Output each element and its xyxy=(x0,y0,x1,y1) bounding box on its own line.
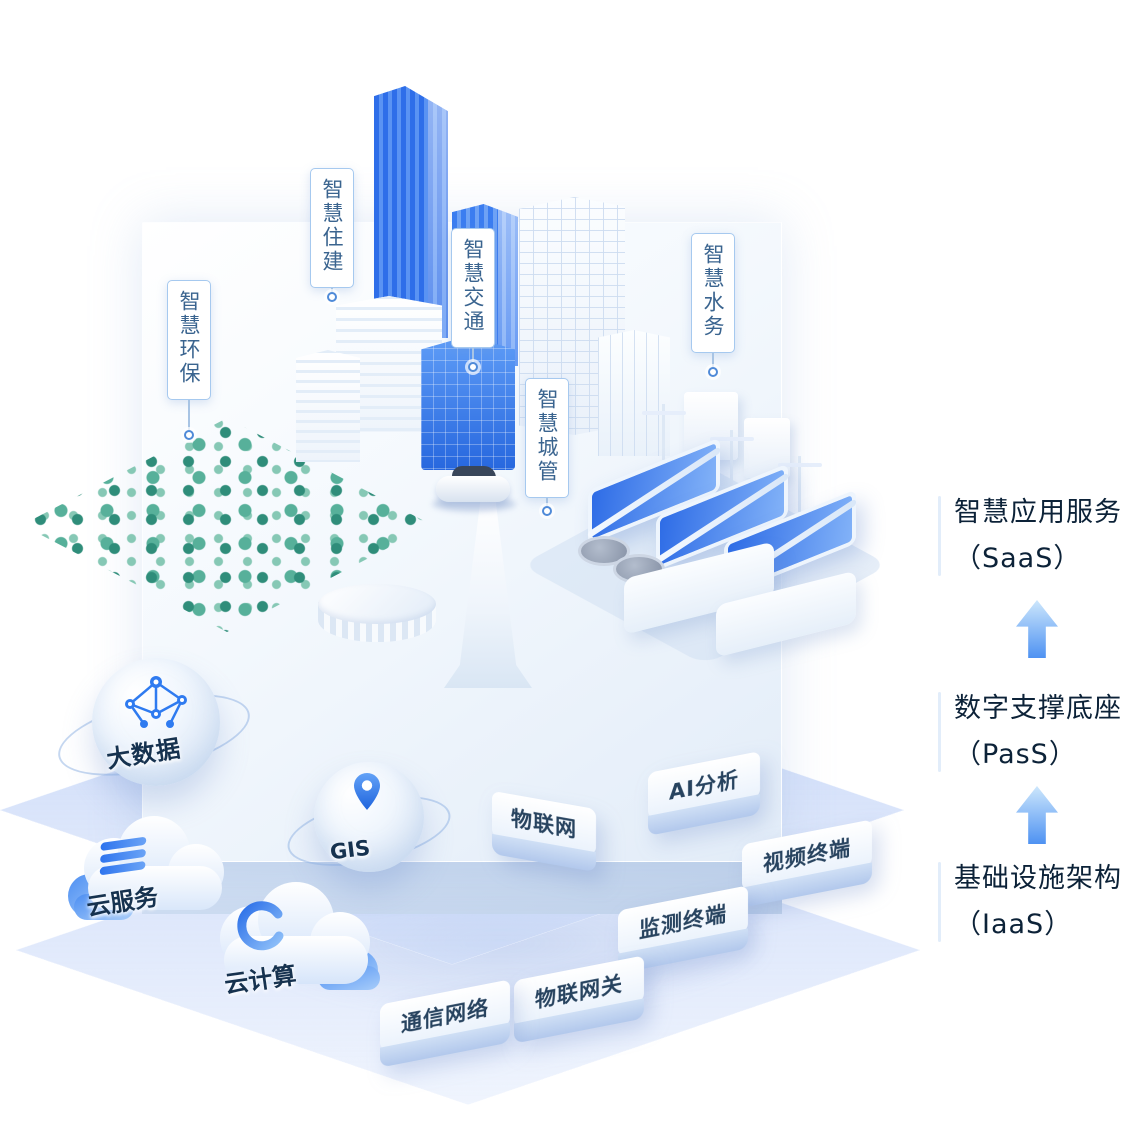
tier-paas-subtitle: （PasS） xyxy=(954,739,1077,770)
car xyxy=(436,476,510,502)
tier-iaas-title: 基础设施架构 xyxy=(954,863,1122,894)
tier-paas-title: 数字支撑底座 xyxy=(954,693,1122,724)
smart-city-management-label: 智慧城管 xyxy=(535,388,559,484)
callout-line xyxy=(472,348,474,362)
building-white-slab-b xyxy=(296,350,360,462)
callout-line xyxy=(331,288,333,292)
smart-housing-label: 智慧住建 xyxy=(320,178,344,274)
callout-box: 智慧水务 xyxy=(691,233,735,353)
callout-line xyxy=(712,353,714,367)
building-white-midrise xyxy=(598,330,670,456)
crane-post-2 xyxy=(710,430,754,486)
building-blue-glass-cube xyxy=(421,336,515,470)
smart-water-label: 智慧水务 xyxy=(701,243,725,339)
round-tank-top xyxy=(318,584,436,624)
callout-smart-water: 智慧水务 xyxy=(691,233,735,377)
up-arrow-paas-to-saas xyxy=(1016,600,1058,658)
smart-environment-label: 智慧环保 xyxy=(177,290,201,386)
smart-transport-label: 智慧交通 xyxy=(461,238,485,334)
callout-box: 智慧交通 xyxy=(451,228,495,348)
callout-dot xyxy=(468,362,478,372)
building-blue-tower-tall xyxy=(374,86,448,338)
callout-box: 智慧住建 xyxy=(310,168,354,288)
callout-dot xyxy=(184,430,194,440)
crane-post-3 xyxy=(778,456,822,512)
callout-line xyxy=(546,498,548,506)
big-data-network-icon xyxy=(125,676,187,728)
gis-pin-icon xyxy=(354,773,380,810)
tier-saas-subtitle: （SaaS） xyxy=(954,543,1082,574)
callout-dot xyxy=(327,292,337,302)
crane-post-1 xyxy=(642,404,686,460)
cloud-computing-c-icon xyxy=(237,901,284,951)
iot-label: 物联网 xyxy=(511,806,577,842)
callout-box: 智慧城管 xyxy=(525,378,569,498)
tier-saas-bar xyxy=(938,496,941,576)
tier-saas-title: 智慧应用服务 xyxy=(954,497,1122,528)
tier-paas-bar xyxy=(938,692,941,772)
gis-label: GIS xyxy=(328,835,372,865)
tier-iaas-bar xyxy=(938,862,941,942)
callout-dot xyxy=(542,506,552,516)
tier-iaas: 基础设施架构 （IaaS） xyxy=(938,856,1127,948)
tier-iaas-subtitle: （IaaS） xyxy=(954,909,1073,940)
callout-box: 智慧环保 xyxy=(167,280,211,400)
callout-dot xyxy=(708,367,718,377)
tier-saas: 智慧应用服务 （SaaS） xyxy=(938,490,1127,582)
callout-smart-transport: 智慧交通 xyxy=(451,228,495,372)
callout-smart-housing: 智慧住建 xyxy=(310,168,354,302)
callout-smart-environment: 智慧环保 xyxy=(167,280,211,440)
callout-line xyxy=(188,400,190,430)
callout-smart-city-management: 智慧城管 xyxy=(525,378,569,516)
up-arrow-iaas-to-paas xyxy=(1016,786,1058,844)
cloud-service-stripes-icon xyxy=(99,836,147,876)
tier-paas: 数字支撑底座 （PasS） xyxy=(938,686,1127,778)
